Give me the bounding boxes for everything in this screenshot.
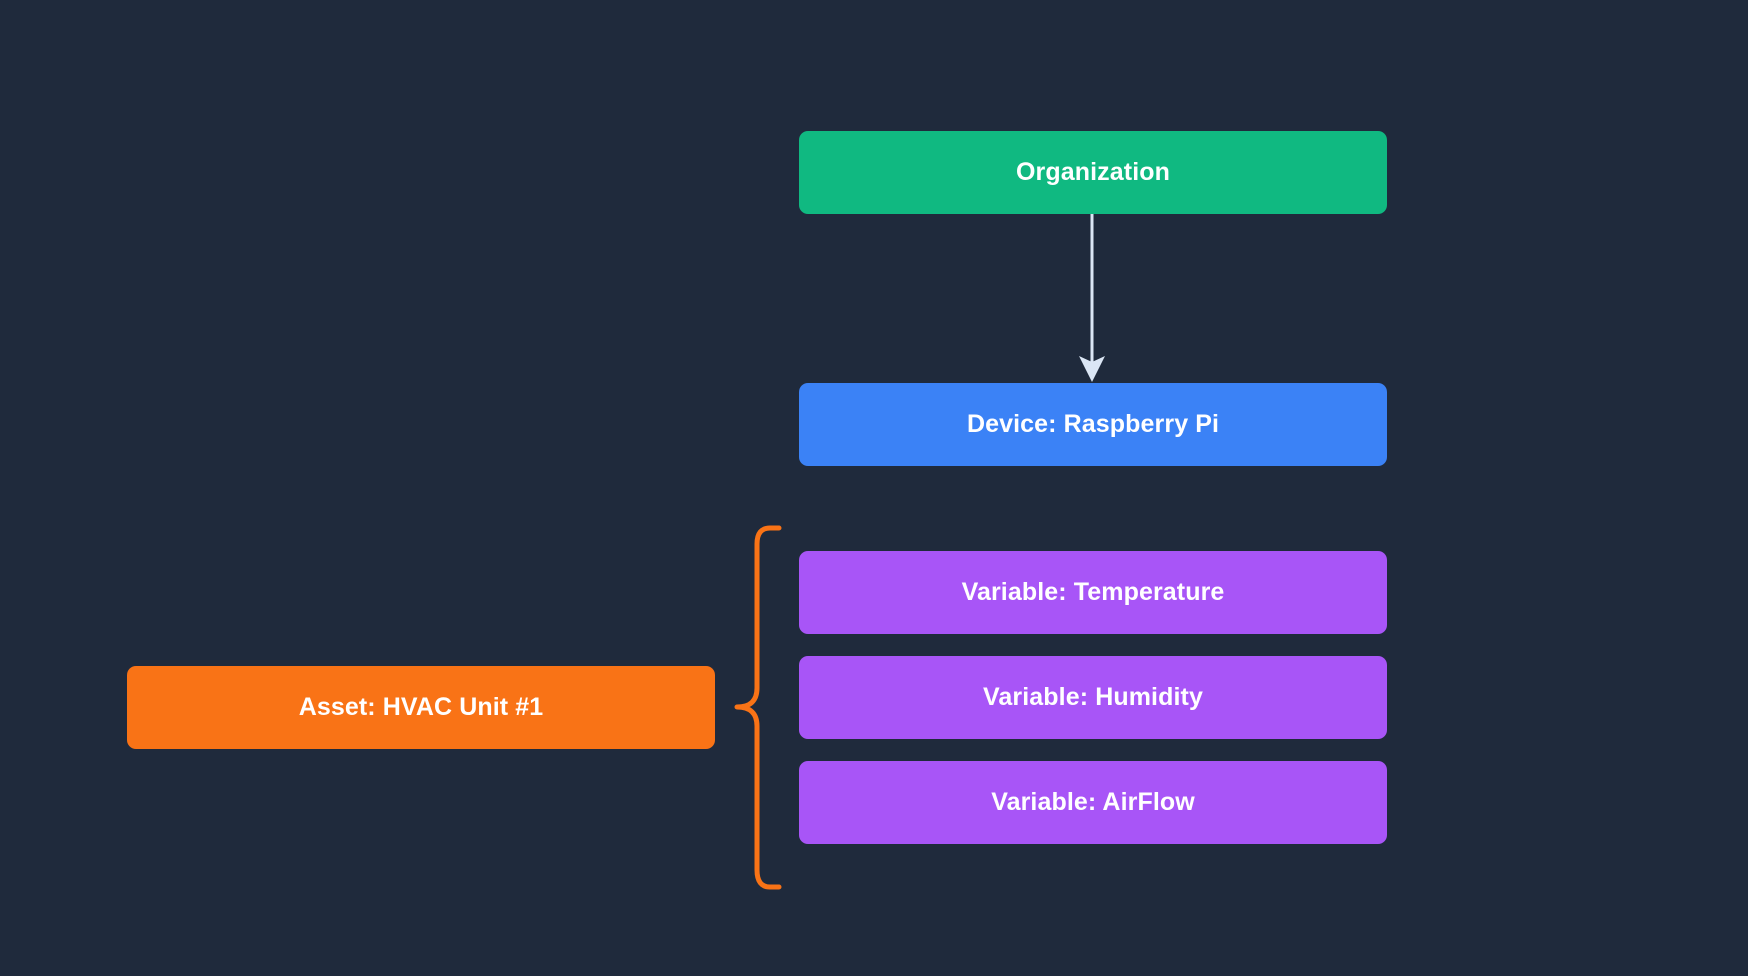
variable-humidity-node[interactable]: Variable: Humidity <box>799 656 1387 739</box>
variables-bracket <box>734 525 782 890</box>
variable-airflow-node[interactable]: Variable: AirFlow <box>799 761 1387 844</box>
variable-airflow-label: Variable: AirFlow <box>991 788 1195 816</box>
device-label: Device: Raspberry Pi <box>966 410 1220 438</box>
device-node[interactable]: Device: Raspberry Pi <box>799 383 1387 466</box>
variable-temperature-label: Variable: Temperature <box>961 578 1225 606</box>
organization-node[interactable]: Organization <box>799 131 1387 214</box>
variable-temperature-node[interactable]: Variable: Temperature <box>799 551 1387 634</box>
asset-label: Asset: HVAC Unit #1 <box>298 693 544 721</box>
organization-label: Organization <box>1016 158 1170 186</box>
variable-humidity-label: Variable: Humidity <box>983 683 1203 711</box>
org-to-device-arrowhead <box>1079 356 1105 382</box>
asset-node[interactable]: Asset: HVAC Unit #1 <box>127 666 715 749</box>
